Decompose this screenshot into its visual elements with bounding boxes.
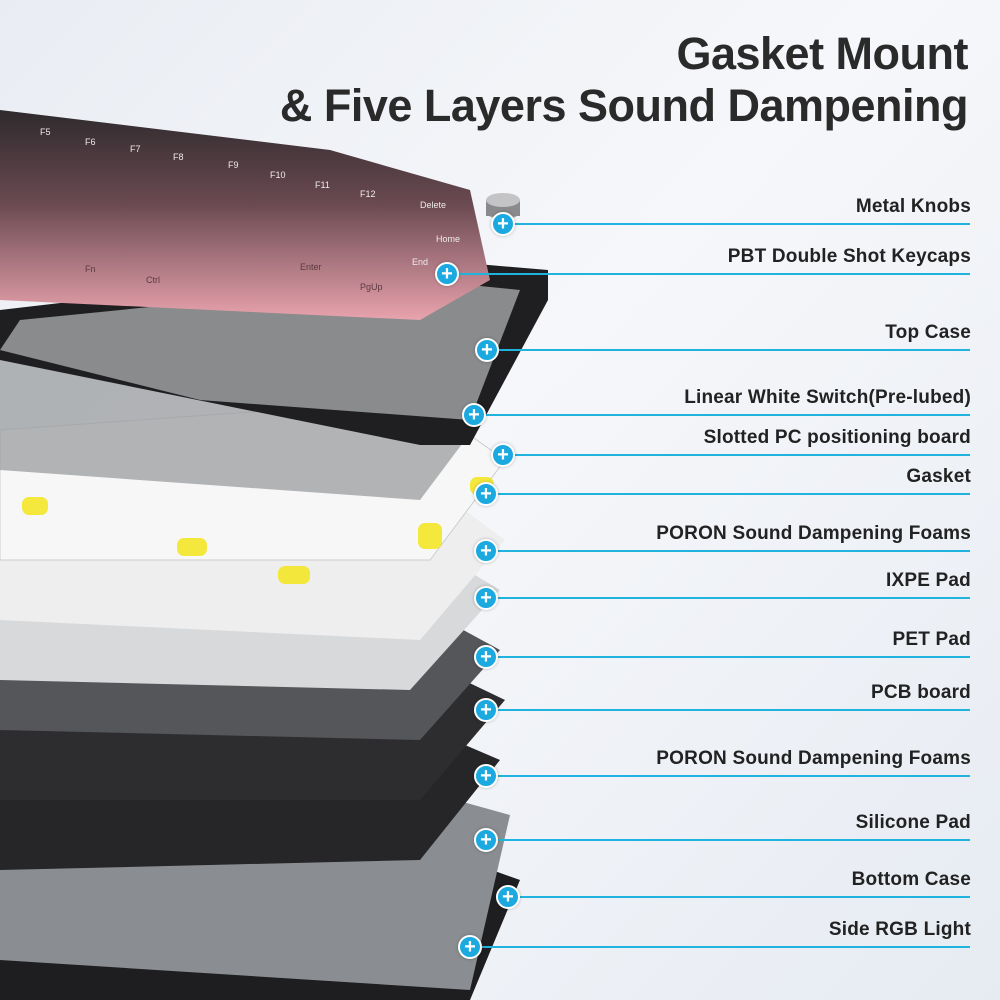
keycaps xyxy=(0,110,490,320)
callout-label: Bottom Case xyxy=(851,869,971,890)
callout-line xyxy=(486,839,970,841)
svg-text:Ctrl: Ctrl xyxy=(146,275,160,285)
svg-text:F6: F6 xyxy=(85,137,96,147)
callout-label: PET Pad xyxy=(892,629,971,650)
callout-line xyxy=(486,493,970,495)
plus-icon[interactable]: + xyxy=(474,698,498,722)
callout-label: Slotted PC positioning board xyxy=(703,427,971,448)
plus-icon[interactable]: + xyxy=(491,212,515,236)
plus-icon[interactable]: + xyxy=(474,482,498,506)
svg-text:F11: F11 xyxy=(315,180,330,190)
title-line-2: & Five Layers Sound Dampening xyxy=(279,80,969,131)
plus-icon[interactable]: + xyxy=(491,443,515,467)
plus-icon[interactable]: + xyxy=(474,586,498,610)
plus-icon[interactable]: + xyxy=(474,539,498,563)
svg-text:Delete: Delete xyxy=(420,200,446,210)
callout-line xyxy=(503,223,970,225)
plus-icon[interactable]: + xyxy=(474,828,498,852)
callout-label: PCB board xyxy=(871,682,971,703)
callout-label: Top Case xyxy=(885,322,971,343)
plus-icon[interactable]: + xyxy=(496,885,520,909)
callout-line xyxy=(474,414,970,416)
callout-line xyxy=(486,775,970,777)
callout-line xyxy=(486,550,970,552)
svg-text:F12: F12 xyxy=(360,189,376,199)
callout-label: IXPE Pad xyxy=(885,570,971,591)
callout-label: Metal Knobs xyxy=(855,196,971,217)
svg-text:F10: F10 xyxy=(270,170,286,180)
callout-line xyxy=(447,273,970,275)
callout-line xyxy=(503,454,970,456)
callout-label: Silicone Pad xyxy=(855,812,971,833)
callout-line xyxy=(486,709,970,711)
callout-label: PORON Sound Dampening Foams xyxy=(656,523,971,544)
svg-text:F5: F5 xyxy=(40,127,51,137)
callout-line xyxy=(487,349,970,351)
callout-label: PORON Sound Dampening Foams xyxy=(656,748,971,769)
callout-line xyxy=(470,946,970,948)
callout-line xyxy=(486,656,970,658)
svg-text:F8: F8 xyxy=(173,152,184,162)
plus-icon[interactable]: + xyxy=(462,403,486,427)
svg-text:PgUp: PgUp xyxy=(360,282,383,292)
svg-text:F7: F7 xyxy=(130,144,141,154)
callout-label: Gasket xyxy=(906,466,971,487)
plus-icon[interactable]: + xyxy=(475,338,499,362)
plus-icon[interactable]: + xyxy=(435,262,459,286)
callout-line xyxy=(486,597,970,599)
plus-icon[interactable]: + xyxy=(474,764,498,788)
title-line-1: Gasket Mount xyxy=(676,28,968,79)
svg-text:Enter: Enter xyxy=(300,262,322,272)
callout-line xyxy=(508,896,970,898)
callout-label: Side RGB Light xyxy=(828,919,971,940)
svg-text:F9: F9 xyxy=(228,160,239,170)
svg-text:Home: Home xyxy=(436,234,460,244)
svg-text:Fn: Fn xyxy=(85,264,96,274)
plus-icon[interactable]: + xyxy=(474,645,498,669)
callout-label: PBT Double Shot Keycaps xyxy=(727,246,971,267)
plus-icon[interactable]: + xyxy=(458,935,482,959)
callout-label: Linear White Switch(Pre-lubed) xyxy=(684,387,971,408)
svg-text:End: End xyxy=(412,257,428,267)
